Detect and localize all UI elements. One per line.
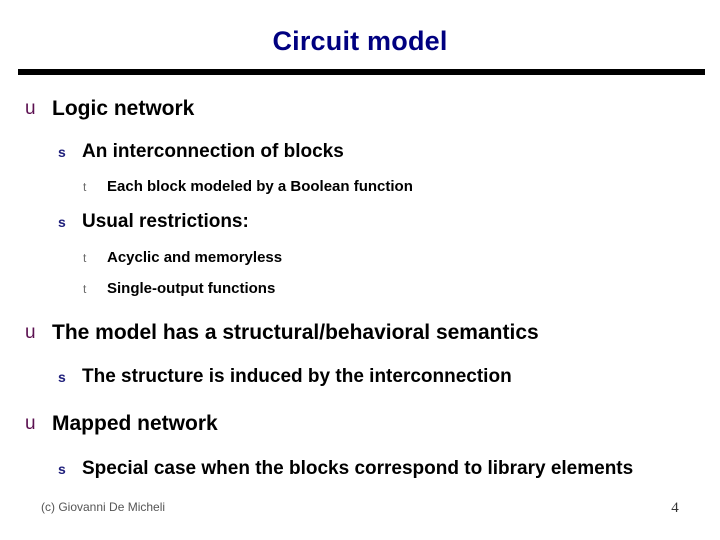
bullet-marker-level3: t <box>83 180 87 194</box>
bullet-marker-level2: s <box>58 369 66 385</box>
list-item[interactable]: u The model has a structural/behavioral … <box>0 318 720 348</box>
list-item-label: Usual restrictions: <box>82 211 249 232</box>
list-item-label: The structure is induced by the intercon… <box>82 366 512 387</box>
footer-copyright: (c) Giovanni De Micheli <box>41 500 166 514</box>
bullet-marker-level3: t <box>83 282 87 296</box>
title-divider <box>18 69 705 75</box>
list-item[interactable]: u Mapped network <box>0 409 720 439</box>
bullet-marker-level2: s <box>58 214 66 230</box>
footer-page-number: 4 <box>671 500 679 516</box>
list-item-label: Each block modeled by a Boolean function <box>107 178 413 195</box>
bullet-marker-level2: s <box>58 144 66 160</box>
bullet-marker-level1: u <box>25 98 36 119</box>
list-item[interactable]: t Acyclic and memoryless <box>0 246 720 270</box>
bullet-marker-level2: s <box>58 461 66 477</box>
list-item[interactable]: t Single-output functions <box>0 277 720 301</box>
list-item-label: Special case when the blocks correspond … <box>82 458 634 479</box>
list-item-label: Acyclic and memoryless <box>107 249 283 266</box>
list-item-label: Logic network <box>52 97 195 120</box>
list-item-label: An interconnection of blocks <box>82 141 344 162</box>
list-item[interactable]: u Logic network <box>0 94 720 124</box>
list-item-label: Single-output functions <box>107 280 276 297</box>
list-item[interactable]: s Usual restrictions: <box>0 208 720 236</box>
list-item[interactable]: t Each block modeled by a Boolean functi… <box>0 175 720 199</box>
list-item[interactable]: s Special case when the blocks correspon… <box>0 455 700 483</box>
list-item-label: The model has a structural/behavioral se… <box>52 321 539 344</box>
list-item-label: Mapped network <box>52 412 218 435</box>
bullet-marker-level1: u <box>25 413 36 434</box>
list-item[interactable]: s An interconnection of blocks <box>0 138 720 166</box>
list-item[interactable]: s The structure is induced by the interc… <box>0 363 720 391</box>
bullet-marker-level3: t <box>83 251 87 265</box>
bullet-marker-level1: u <box>25 322 36 343</box>
page-title: Circuit model <box>272 26 448 56</box>
